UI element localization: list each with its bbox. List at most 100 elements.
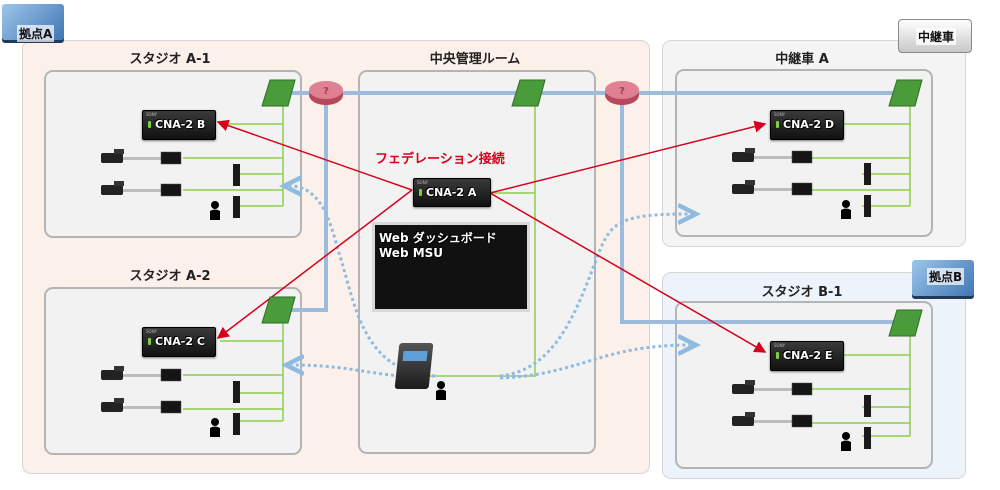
studio-b1-room <box>675 301 933 469</box>
person-body-icon <box>210 209 220 220</box>
cna-device-e[interactable]: SONY CNA-2 E <box>770 341 844 371</box>
router-icon: ? <box>309 81 343 105</box>
status-led-icon <box>148 121 151 128</box>
person-body-icon <box>841 440 851 451</box>
camera-viewfinder-icon <box>114 366 124 371</box>
ccu-icon <box>160 183 182 197</box>
federation-a-b <box>216 119 413 191</box>
person-body-icon <box>436 389 446 400</box>
person-body-icon <box>210 426 220 437</box>
camera-viewfinder-icon <box>745 412 755 417</box>
camera-cable <box>123 189 161 192</box>
lan-b1 <box>800 335 911 437</box>
svg-text:?: ? <box>323 86 329 97</box>
rcp-icon <box>864 427 871 449</box>
person-icon <box>437 381 445 389</box>
sony-logo: SONY <box>417 180 429 185</box>
cna-label: CNA-2 B <box>155 118 206 131</box>
federation-a-e <box>489 192 767 353</box>
federation-a-d <box>489 120 767 194</box>
camera-icon <box>101 185 123 195</box>
status-led-icon <box>419 189 422 196</box>
ccu-icon <box>791 414 813 428</box>
camera-icon <box>732 384 754 394</box>
federation-label: フェデレーション接続 <box>375 152 505 167</box>
cna-label: CNA-2 D <box>783 118 834 131</box>
site-b-badge: 拠点B <box>927 268 965 285</box>
camera-icon <box>101 370 123 380</box>
status-led-icon <box>148 338 151 345</box>
lan-ob <box>800 102 911 207</box>
studio-a2-title: スタジオ A-2 <box>129 269 211 284</box>
camera-icon <box>101 153 123 163</box>
ccu-icon <box>791 182 813 196</box>
camera-icon <box>101 402 123 412</box>
msu-control-panel-icon <box>394 343 434 389</box>
camera-cable <box>123 374 161 377</box>
switch-icon <box>261 79 296 107</box>
sony-logo: SONY <box>774 112 786 117</box>
camera-icon <box>732 184 754 194</box>
wan-links <box>290 91 895 324</box>
camera-viewfinder-icon <box>114 149 124 154</box>
studio-b1-title: スタジオ B-1 <box>761 285 843 300</box>
ccu-icon <box>791 382 813 396</box>
camera-cable <box>754 388 792 391</box>
person-body-icon <box>841 208 851 219</box>
person-icon <box>842 432 850 440</box>
federation-links <box>216 119 767 353</box>
camera-cable <box>754 156 792 159</box>
wan-link-router-a2 <box>290 93 328 312</box>
cna-device-d[interactable]: SONY CNA-2 D <box>770 110 844 140</box>
camera-icon <box>732 416 754 426</box>
flow-to-a2 <box>292 365 401 378</box>
rcp-icon <box>233 381 240 403</box>
person-icon <box>211 201 219 209</box>
ob-van-truck-icon <box>898 19 972 53</box>
studio-a1-title: スタジオ A-1 <box>129 52 211 67</box>
ccu-icon <box>160 368 182 382</box>
rcp-icon <box>864 163 871 185</box>
status-led-icon <box>776 121 779 128</box>
switch-icon <box>888 79 923 107</box>
camera-viewfinder-icon <box>745 180 755 185</box>
cna-device-c[interactable]: SONY CNA-2 C <box>142 327 216 357</box>
rcp-icon <box>233 413 240 435</box>
lan-a1 <box>183 102 284 207</box>
ccu-icon <box>160 400 182 414</box>
cna-device-b[interactable]: SONY CNA-2 B <box>142 110 216 140</box>
status-led-icon <box>776 352 779 359</box>
ob-van-a-title: 中継車 A <box>775 52 829 67</box>
flow-to-b1 <box>499 345 690 380</box>
cna-label: CNA-2 C <box>155 335 205 348</box>
ccu-icon <box>791 150 813 164</box>
ccu-icon <box>160 151 182 165</box>
router-icon: ? <box>605 81 639 105</box>
cna-device-a[interactable]: SONY CNA-2 A <box>413 178 491 207</box>
msu-title: Web MSU <box>379 246 444 260</box>
camera-cable <box>754 420 792 423</box>
rcp-icon <box>233 196 240 218</box>
camera-viewfinder-icon <box>114 181 124 186</box>
central-room-title: 中央管理ルーム <box>429 52 521 67</box>
person-icon <box>211 418 219 426</box>
camera-viewfinder-icon <box>114 398 124 403</box>
ob-van-badge: 中継車 <box>916 28 957 45</box>
cna-label: CNA-2 A <box>426 186 477 199</box>
camera-icon <box>732 152 754 162</box>
camera-cable <box>754 188 792 191</box>
camera-viewfinder-icon <box>745 148 755 153</box>
person-icon <box>842 200 850 208</box>
switch-icon <box>888 309 923 337</box>
sony-logo: SONY <box>774 343 786 348</box>
web-dashboard-screen[interactable]: Web ダッシュボード Web MSU <box>372 222 530 312</box>
switch-icon <box>511 79 546 107</box>
camera-cable <box>123 157 161 160</box>
lan-central <box>430 100 536 377</box>
cna-label: CNA-2 E <box>783 349 833 362</box>
camera-viewfinder-icon <box>745 380 755 385</box>
wan-link-router-b1 <box>620 93 895 324</box>
switch-icon <box>261 296 296 324</box>
flow-to-a1 <box>290 186 436 378</box>
svg-text:?: ? <box>619 86 625 97</box>
